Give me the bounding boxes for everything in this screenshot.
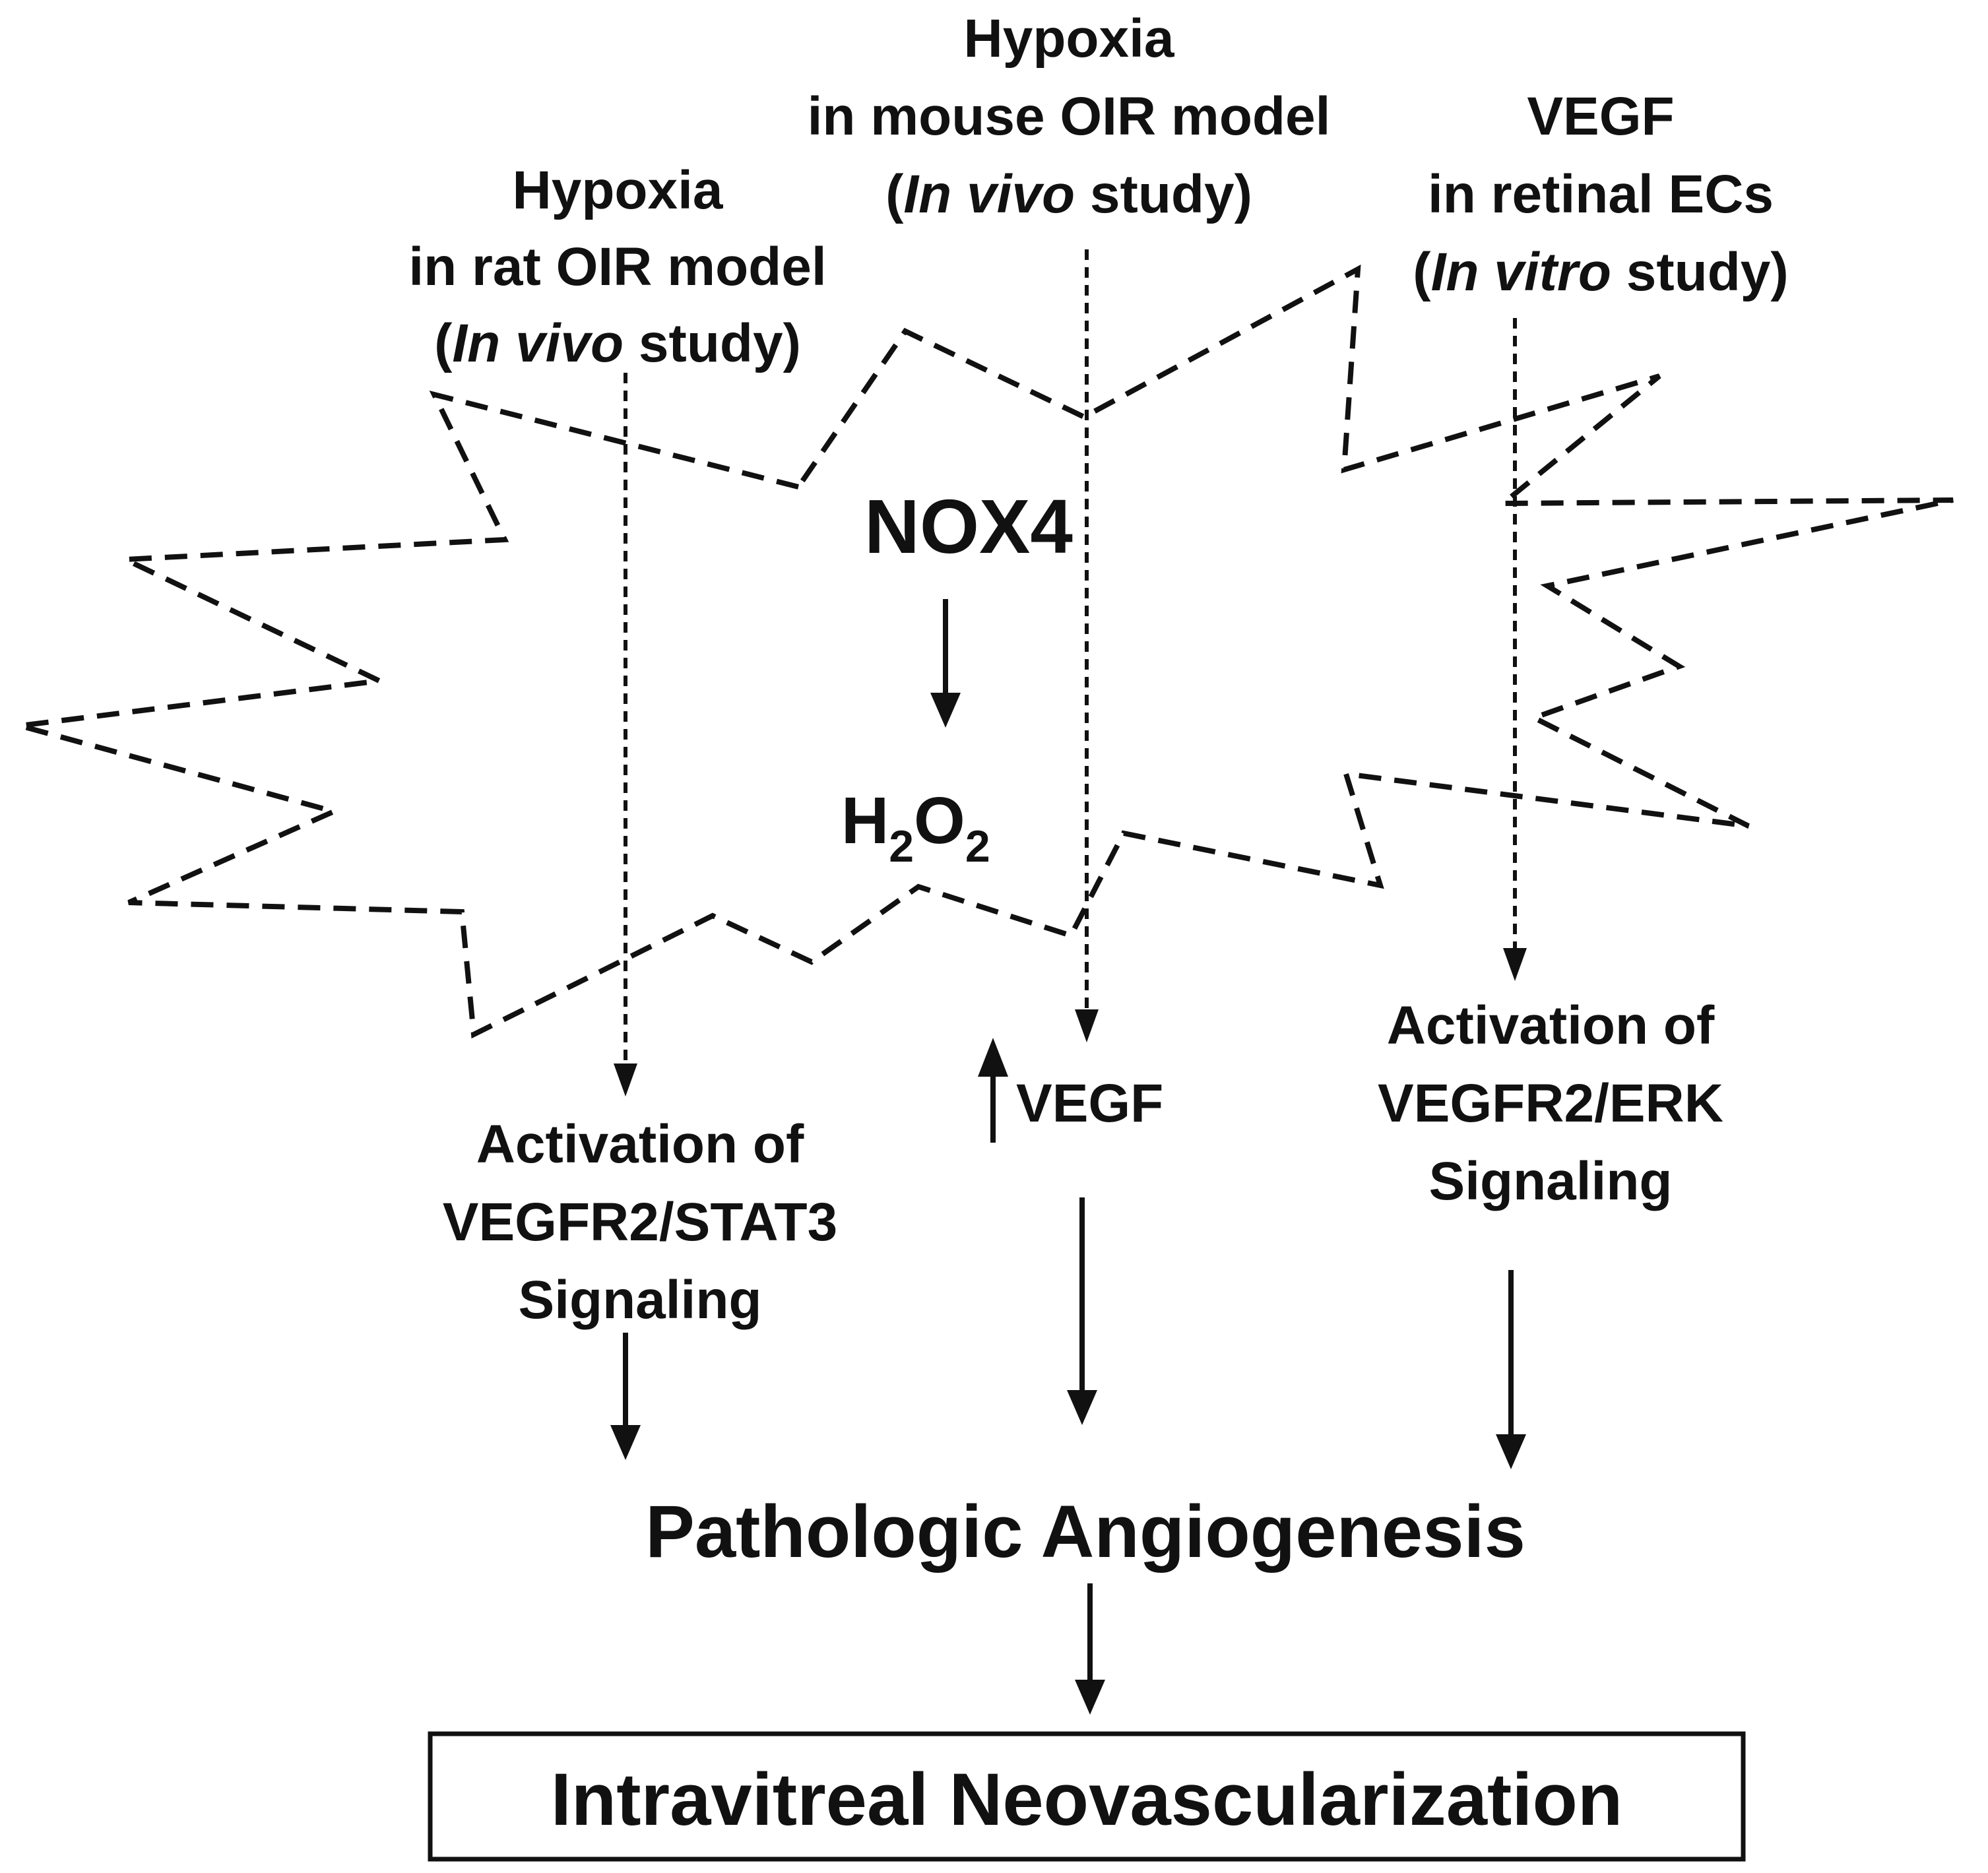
dotted-arrow-vegf <box>1503 318 1527 981</box>
dotted-arrow-rat <box>614 373 637 1096</box>
source-rat-line3: (In vivo study) <box>434 313 801 373</box>
source-mouse-line3: (In vivo study) <box>885 164 1252 224</box>
source-rat-line2: in rat OIR model <box>408 237 826 297</box>
stat3-line2: VEGFR2/STAT3 <box>443 1192 837 1252</box>
erk-line2: VEGFR2/ERK <box>1378 1073 1723 1133</box>
final-result-box <box>428 1731 1746 1862</box>
solid-arrow-nox4-h2o2 <box>930 599 961 728</box>
stat3-line3: Signaling <box>519 1270 762 1330</box>
pathologic-angiogenesis-label: Pathologic Angiogenesis <box>645 1490 1525 1573</box>
solid-arrow-final <box>1075 1583 1105 1715</box>
vegf-up-label: VEGF <box>1016 1073 1163 1133</box>
burst-outline <box>18 265 1954 1039</box>
source-rat-hypoxia: Hypoxia in rat OIR model (In vivo study) <box>408 160 826 373</box>
erk-line3: Signaling <box>1429 1151 1673 1211</box>
outcome-vegf-up: VEGF <box>978 1038 1163 1143</box>
dotted-arrow-mouse <box>1075 249 1099 1042</box>
source-mouse-hypoxia: Hypoxia in mouse OIR model (In vivo stud… <box>808 9 1331 224</box>
h2o2-label: H2O2 <box>841 784 990 872</box>
source-vegf-line3: (In vitro study) <box>1413 242 1788 302</box>
source-vegf-retinal-ecs: VEGF in retinal ECs (In vitro study) <box>1413 86 1788 302</box>
outcome-stat3: Activation of VEGFR2/STAT3 Signaling <box>443 1114 837 1330</box>
source-mouse-line2: in mouse OIR model <box>808 86 1331 146</box>
solid-arrow-erk <box>1496 1270 1526 1469</box>
source-vegf-line2: in retinal ECs <box>1428 164 1774 224</box>
solid-arrow-vegf <box>1067 1197 1097 1425</box>
up-arrow-icon <box>978 1038 1008 1143</box>
source-rat-line1: Hypoxia <box>513 160 724 220</box>
erk-line1: Activation of <box>1387 996 1715 1056</box>
nox4-label: NOX4 <box>864 484 1073 569</box>
solid-arrow-stat3 <box>610 1333 641 1460</box>
outcome-erk: Activation of VEGFR2/ERK Signaling <box>1378 996 1723 1211</box>
source-mouse-line1: Hypoxia <box>964 9 1175 69</box>
source-vegf-line1: VEGF <box>1527 86 1674 146</box>
stat3-line1: Activation of <box>476 1114 804 1174</box>
intravitreal-neovascularization-label: Intravitreal Neovascularization <box>551 1758 1623 1841</box>
